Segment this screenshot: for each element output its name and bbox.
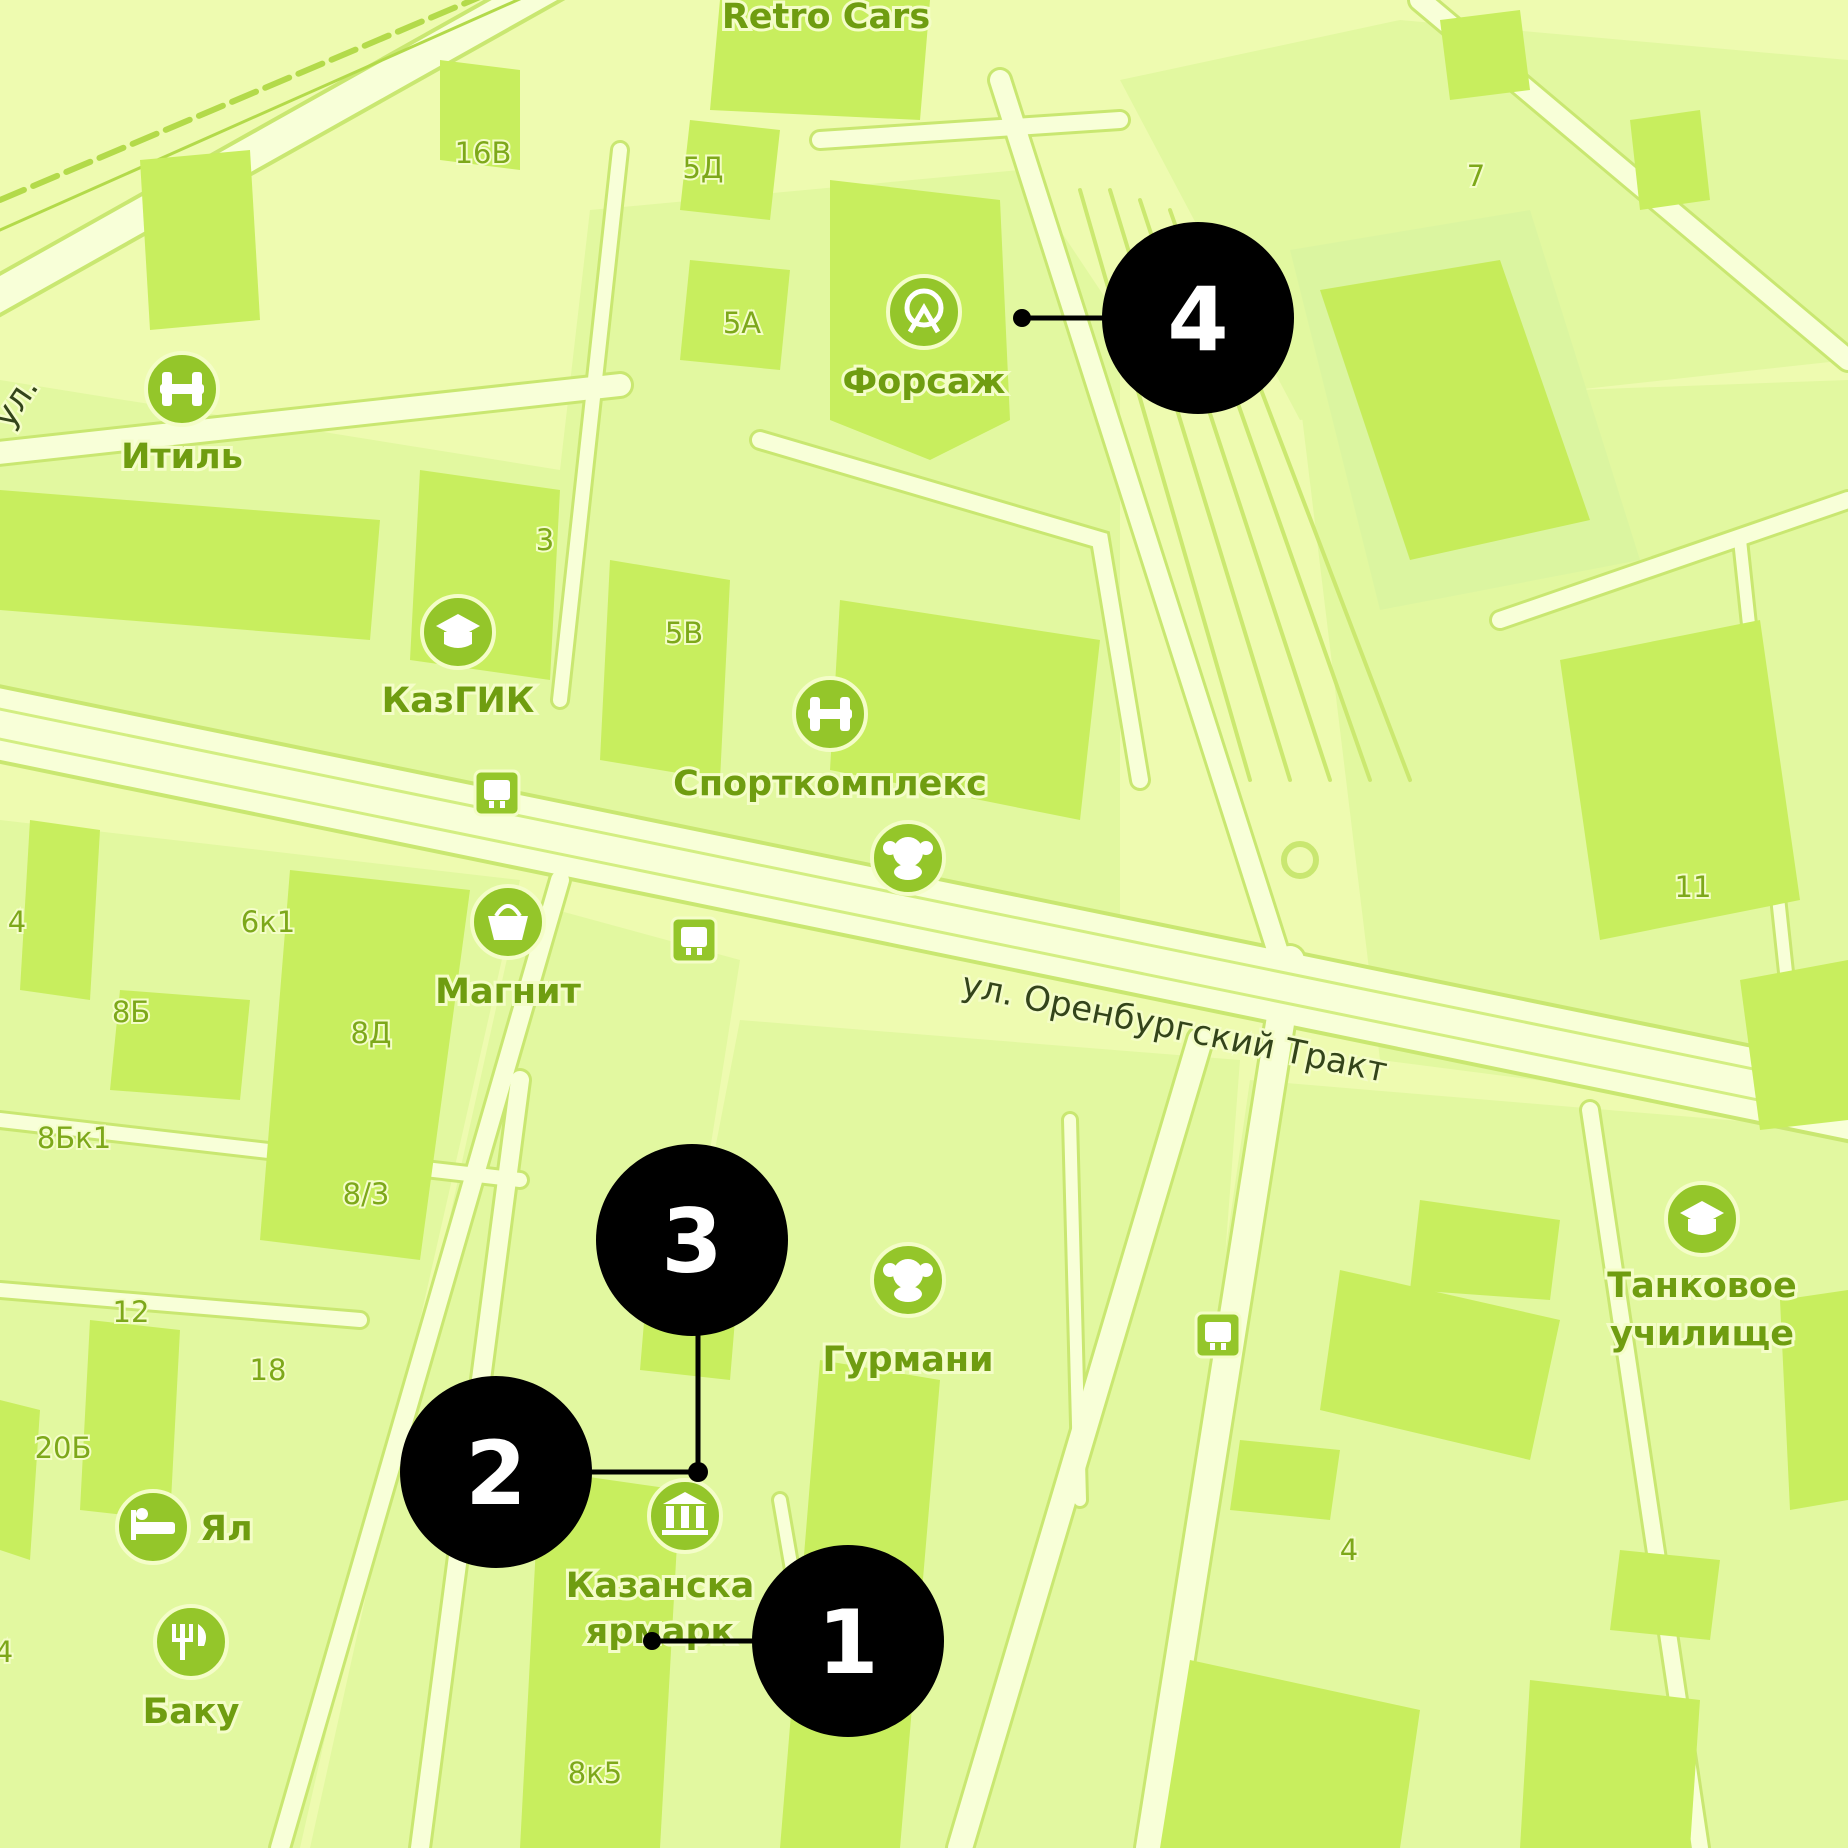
poi-label: Баку [143, 1692, 240, 1732]
transit-stops [473, 769, 1242, 1359]
marker-3[interactable]: 3 [596, 1144, 788, 1472]
address-label: 8к5 [568, 1756, 622, 1790]
poi-retro-cars[interactable]: Retro Cars [719, 0, 933, 40]
poi-label: Магнит [435, 972, 581, 1012]
ferris-wheel-icon [886, 274, 962, 350]
numbered-markers: 4 3 2 1 [400, 222, 1294, 1737]
address-label: 7 [1467, 159, 1485, 193]
poi-label: Казанска [566, 1566, 754, 1606]
marker-2[interactable]: 2 [400, 1376, 708, 1568]
marker-2-anchor-dot [688, 1462, 708, 1482]
marker-3-label: 3 [661, 1190, 722, 1293]
poi-gurmani[interactable]: Гурмани [819, 1242, 997, 1383]
poi-magnit[interactable]: Магнит [432, 884, 585, 1015]
address-label: 8/3 [343, 1177, 390, 1211]
address-label: 3 [536, 523, 554, 557]
poi-forsazh[interactable]: Форсаж [839, 274, 1009, 405]
address-label: 8Бк1 [37, 1121, 111, 1155]
museum-icon [647, 1478, 723, 1554]
address-label: 5В [665, 616, 703, 650]
address-label: 6к1 [241, 905, 295, 939]
graduation-cap-icon [420, 594, 496, 670]
poi-tankovoe-uchilishche[interactable]: Танковое училище [1604, 1181, 1800, 1357]
marker-1[interactable]: 1 [643, 1545, 944, 1737]
poi-itil[interactable]: Итиль [118, 351, 246, 480]
marker-1-anchor-dot [643, 1632, 661, 1650]
address-labels: 16В 5Д 7 5А 3 5В 6к1 4 8Б 8Д 8Бк1 8/3 12… [0, 134, 1713, 1792]
stadium [1290, 210, 1640, 610]
poi-label: КазГИК [382, 681, 535, 721]
poi-kazanskaya-yarmarka[interactable]: Казанска ярмарк [563, 1478, 757, 1655]
poi-label: Форсаж [842, 362, 1005, 402]
roundabout [1281, 841, 1319, 879]
poi-label: Танковое [1607, 1266, 1796, 1306]
poi-label: Гурмани [822, 1340, 993, 1380]
address-label: 20Б [35, 1431, 92, 1465]
graduation-cap-icon [1664, 1181, 1740, 1257]
monkey-icon [870, 1242, 946, 1318]
shopping-basket-icon [470, 884, 546, 960]
poi-sportkompleks[interactable]: Спорткомплекс [670, 676, 990, 807]
poi-baku[interactable]: Баку [140, 1604, 243, 1735]
dumbbell-icon [792, 676, 868, 752]
poi-label: Ял [200, 1509, 253, 1549]
poi-monkey[interactable] [870, 820, 946, 896]
poi-layer: Retro Cars Итиль Форсаж [115, 0, 1800, 1735]
poi-label: Итиль [121, 437, 243, 477]
poi-label: Retro Cars [722, 0, 930, 37]
poi-label: ярмарк [586, 1612, 735, 1652]
address-label: 4 [8, 905, 26, 939]
bed-icon [115, 1489, 191, 1565]
bus-stop-icon[interactable] [473, 769, 521, 817]
address-label: 8Д [350, 1016, 391, 1050]
marker-1-label: 1 [817, 1591, 878, 1694]
address-label: 11 [1675, 870, 1712, 904]
address-label: 4 [1340, 1533, 1358, 1567]
address-label: 12 [113, 1295, 150, 1329]
address-label: 8Б [112, 995, 150, 1029]
marker-4-label: 4 [1167, 268, 1228, 371]
monkey-icon [870, 820, 946, 896]
poi-label: училище [1610, 1314, 1794, 1354]
address-label: 16В [455, 136, 512, 170]
address-label: 5А [723, 306, 761, 340]
poi-label: Спорткомплекс [673, 764, 987, 804]
fork-knife-icon [153, 1604, 229, 1680]
address-label: 18 [250, 1353, 287, 1387]
dumbbell-icon [144, 351, 220, 427]
address-label: 5Д [682, 151, 723, 185]
poi-kazgik[interactable]: КазГИК [379, 594, 538, 724]
address-label: 4 [0, 1635, 13, 1669]
poi-yal[interactable]: Ял [115, 1489, 256, 1565]
marker-4[interactable]: 4 [1013, 222, 1294, 414]
marker-2-label: 2 [465, 1422, 526, 1525]
marker-4-anchor-dot [1013, 309, 1031, 327]
bus-stop-icon[interactable] [670, 916, 718, 964]
bus-stop-icon[interactable] [1194, 1311, 1242, 1359]
